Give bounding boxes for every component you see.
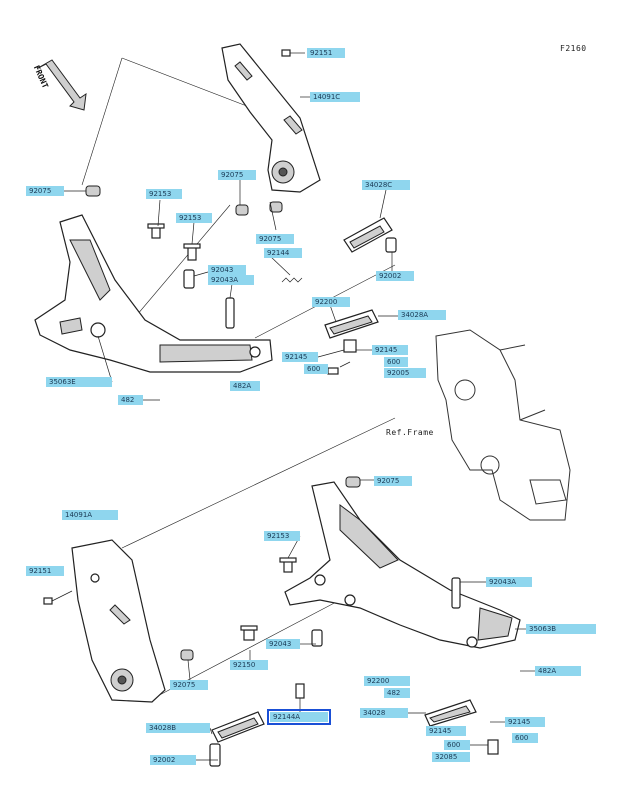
collar-92075-b: [235, 204, 249, 216]
pin-92043-lower: [311, 629, 323, 647]
bolt-92151-lower: [43, 590, 73, 605]
footpeg-34028a: [324, 309, 379, 375]
callout-34028b[interactable]: 34028B: [146, 723, 210, 733]
callout-92144[interactable]: 92144: [264, 248, 302, 258]
callout-92075-frame[interactable]: 92075: [374, 476, 412, 486]
callout-92075-c[interactable]: 92075: [256, 234, 294, 244]
callout-482a-lower[interactable]: 482A: [535, 666, 581, 676]
callout-32085[interactable]: 32085: [432, 752, 470, 762]
diagram-code: F2160: [560, 44, 587, 53]
callout-92075-b[interactable]: 92075: [218, 170, 256, 180]
upper-cover-plate: [221, 43, 321, 193]
callout-600-c[interactable]: 600: [512, 733, 538, 743]
callout-92153-a[interactable]: 92153: [146, 189, 182, 199]
bolt-92151-upper: [281, 49, 305, 57]
callout-92145-d[interactable]: 92145: [426, 726, 466, 736]
callout-leaders: [64, 96, 535, 761]
footpeg-34028b: [209, 711, 265, 767]
callout-35063e[interactable]: 35063E: [46, 377, 112, 387]
callout-92043-lower[interactable]: 92043: [266, 639, 300, 649]
callout-92151-upper[interactable]: 92151: [307, 48, 345, 58]
callout-92151-lower[interactable]: 92151: [26, 566, 64, 576]
ref-frame-label: Ref.Frame: [386, 428, 434, 437]
front-arrow-icon: [37, 59, 87, 111]
callout-34028[interactable]: 34028: [360, 708, 408, 718]
callout-92200[interactable]: 92200: [312, 297, 350, 307]
pin-92043: [183, 269, 195, 289]
upper-bracket: [34, 214, 273, 373]
callout-92002[interactable]: 92002: [376, 271, 414, 281]
callout-34028c[interactable]: 34028C: [362, 180, 410, 190]
bolt-92150: [240, 625, 258, 641]
collar-92075-frame: [345, 476, 361, 488]
pin-92043a: [225, 297, 235, 329]
callout-35063b[interactable]: 35063B: [526, 624, 596, 634]
callout-92144a-selected[interactable]: 92144A: [267, 709, 331, 725]
callout-92005[interactable]: 92005: [384, 368, 426, 378]
callout-92145-c[interactable]: 92145: [505, 717, 545, 727]
callout-92043a-lower[interactable]: 92043A: [486, 577, 532, 587]
lower-cover-plate: [71, 539, 166, 703]
callout-92150[interactable]: 92150: [230, 660, 268, 670]
reference-frame: [435, 329, 571, 521]
callout-92200-lower[interactable]: 92200: [364, 676, 410, 686]
callout-92043a[interactable]: 92043A: [208, 275, 254, 285]
callout-92153-b[interactable]: 92153: [176, 213, 212, 223]
callout-600-d[interactable]: 600: [444, 740, 470, 750]
footpeg-34028c: [343, 217, 397, 253]
callout-482-upper[interactable]: 482: [118, 395, 143, 405]
callout-600-a[interactable]: 600: [384, 357, 408, 367]
callout-14091c[interactable]: 14091C: [310, 92, 360, 102]
collar-92075-c: [269, 201, 283, 213]
lower-bracket: [284, 481, 521, 649]
bolt-92153-b: [183, 243, 201, 261]
pin-92043a-lower: [451, 577, 461, 609]
callout-92075-a[interactable]: 92075: [26, 186, 64, 196]
collar-92075-lower: [180, 649, 194, 661]
callout-92043[interactable]: 92043: [208, 265, 246, 275]
callout-92153-lower[interactable]: 92153: [264, 531, 300, 541]
callout-14091a[interactable]: 14091A: [62, 510, 118, 520]
collar-92075-a: [85, 185, 101, 197]
bolt-92153-a: [147, 223, 165, 239]
callout-482a-upper[interactable]: 482A: [230, 381, 260, 391]
callout-92145-b[interactable]: 92145: [372, 345, 408, 355]
callout-34028a[interactable]: 34028A: [398, 310, 446, 320]
callout-92002-lower[interactable]: 92002: [150, 755, 196, 765]
callout-482-lower[interactable]: 482: [384, 688, 410, 698]
spring-92144: [281, 277, 303, 283]
callout-92075-lower[interactable]: 92075: [170, 680, 208, 690]
bolt-92153-lower: [279, 557, 297, 573]
footpeg-34028: [424, 699, 499, 755]
spring-92144a: [295, 683, 305, 699]
callout-92145-a[interactable]: 92145: [282, 352, 318, 362]
callout-600-b[interactable]: 600: [304, 364, 328, 374]
